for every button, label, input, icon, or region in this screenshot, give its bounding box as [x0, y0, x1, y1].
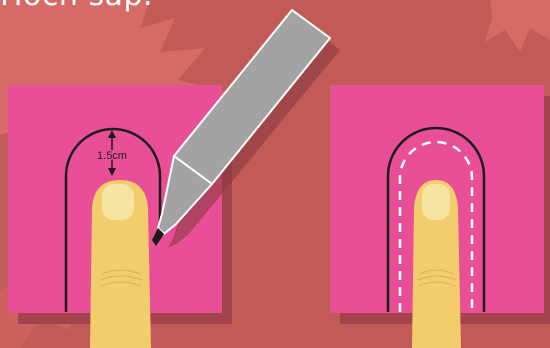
finger: [90, 180, 151, 348]
right-panel: [330, 85, 550, 348]
fingernail: [102, 184, 134, 220]
measurement-label: 1.5cm: [97, 150, 127, 162]
fingernail: [422, 184, 450, 220]
heading-text: Hoch sap.: [0, 0, 153, 13]
finger: [412, 180, 461, 348]
